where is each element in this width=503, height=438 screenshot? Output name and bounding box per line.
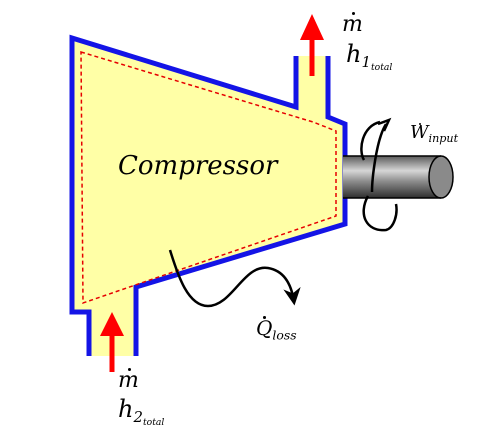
heat-loss-arrow [168, 249, 301, 308]
outlet-enthalpy-symbol: h [346, 40, 362, 68]
inlet-enthalpy-subscript: 2 [133, 408, 143, 427]
inlet-flow-arrow [100, 312, 124, 372]
outlet-mass-flow-symbol: m [342, 12, 363, 37]
inlet-mass-flow-label: m [118, 368, 139, 393]
work-input-label: Winput [410, 122, 459, 145]
outlet-enthalpy-subscript: 1 [361, 53, 371, 72]
inlet-enthalpy-symbol: h [118, 395, 134, 423]
outlet-flow-arrow [300, 14, 324, 76]
work-symbol: W [410, 122, 429, 143]
heat-symbol: Q [256, 316, 273, 340]
inlet-enthalpy-sub-subscript: total [142, 417, 165, 429]
outlet-mass-flow-label: m [342, 12, 363, 37]
inlet-mass-flow-symbol: m [118, 368, 139, 393]
heat-loss-label: Qloss [256, 316, 297, 341]
shaft [343, 155, 454, 199]
heat-subscript: loss [272, 327, 297, 343]
compressor-outline [69, 34, 299, 356]
compressor-title: Compressor [118, 151, 278, 181]
inlet-enthalpy-label: h2total [118, 395, 164, 428]
outlet-enthalpy-sub-subscript: total [370, 62, 393, 74]
work-subscript: input [428, 131, 459, 145]
control-volume-boundary [80, 50, 337, 305]
outlet-enthalpy-label: h1total [346, 40, 392, 73]
compressor-body-fill [72, 38, 345, 356]
rotation-arrow [360, 117, 398, 232]
